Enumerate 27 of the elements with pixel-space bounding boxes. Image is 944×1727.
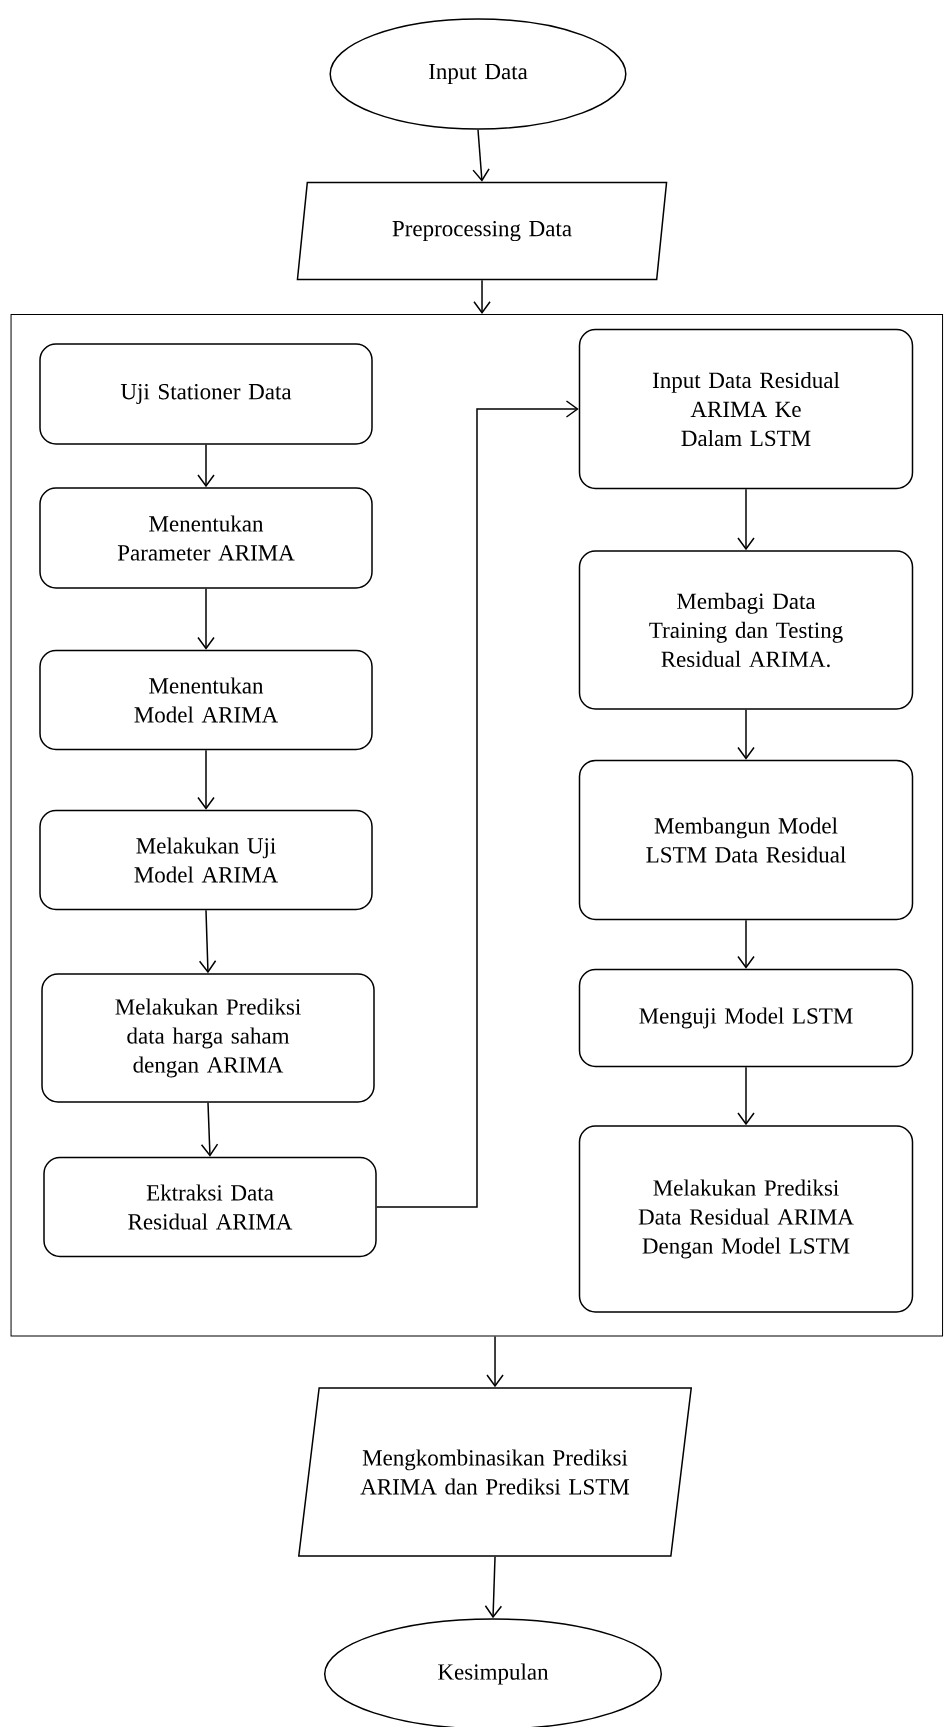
arrow — [473, 279, 491, 314]
process-box: Input Data Residual ARIMA Ke Dalam LSTM — [578, 328, 914, 490]
arrow — [376, 400, 579, 1208]
process-box: Melakukan Prediksi Data Residual ARIMA Dengan Model LSTM — [578, 1125, 914, 1313]
process-box: Melakukan Uji Model ARIMA — [39, 809, 373, 911]
process-box: Ektraksi Data Residual ARIMA — [43, 1156, 377, 1258]
arrow — [198, 909, 217, 974]
process-box: Menguji Model LSTM — [578, 968, 914, 1068]
process-box: Melakukan Prediksi data harga saham dengan ARIMA — [41, 973, 375, 1103]
arrow — [737, 709, 755, 760]
arrow — [197, 749, 215, 810]
arrow — [200, 1102, 219, 1157]
arrow — [197, 588, 215, 650]
group-frame — [10, 313, 944, 1337]
arrow — [737, 919, 755, 969]
process-box: Menentukan Parameter ARIMA — [39, 487, 373, 589]
arrow — [737, 488, 755, 551]
process-box: Membangun Model LSTM Data Residual — [578, 759, 914, 921]
arrow — [484, 1556, 503, 1619]
arrow — [472, 129, 490, 182]
arrow — [197, 444, 215, 488]
arrow — [486, 1335, 504, 1388]
process-box: Uji Stationer Data — [39, 343, 373, 445]
arrow — [737, 1066, 755, 1126]
process-box: Menentukan Model ARIMA — [39, 649, 373, 751]
process-box: Membagi Data Training dan Testing Residual ARIMA. — [578, 550, 914, 710]
data-parallelogram: Preprocessing Data — [296, 181, 668, 281]
